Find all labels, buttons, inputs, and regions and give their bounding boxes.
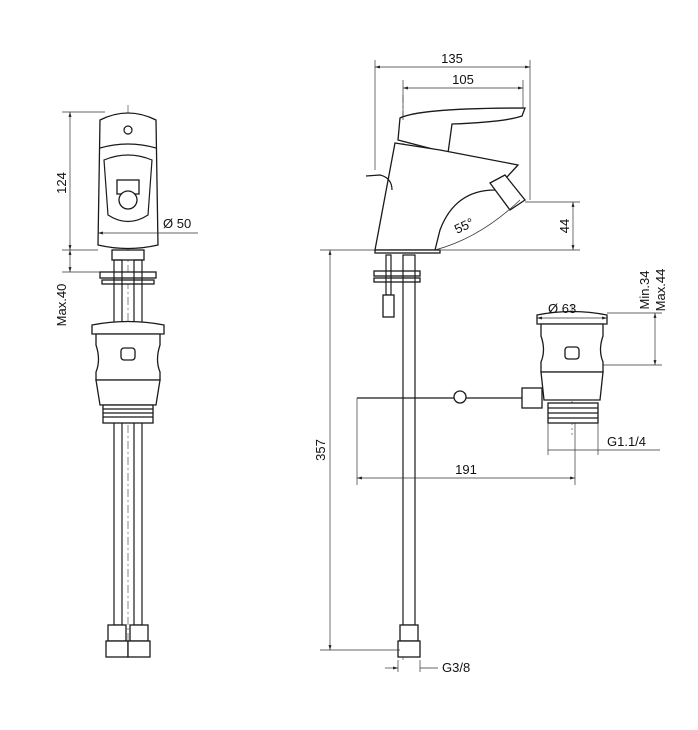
min-deck-label: Min.34: [637, 270, 652, 309]
lever-hole: [123, 125, 133, 135]
front-height-dimension: 124: [54, 172, 69, 194]
spray-angle-label: 55°: [452, 215, 476, 237]
waste-view: Ø 63 Min.34 Max.44 G1.1/4: [536, 269, 668, 455]
rod-length-dimension: 191: [455, 462, 477, 477]
front-view: 124 Max.40 Ø 50: [54, 105, 198, 660]
bidet-nozzle: [489, 174, 526, 211]
side-view: 135 105 44 55° 357 191 G3/8: [313, 51, 580, 675]
faucet-body-side: [374, 142, 520, 251]
lever-handle: [397, 107, 526, 154]
waste-flange-front: [91, 320, 165, 335]
body-diameter-dimension: Ø 50: [163, 216, 191, 231]
total-height-dimension: 357: [313, 439, 328, 461]
rod-knob: [453, 390, 467, 404]
spout-height-dimension: 44: [557, 219, 572, 233]
reach-dimension: 105: [452, 72, 474, 87]
waste-diameter-dimension: Ø 63: [548, 301, 576, 316]
waste-thread-front: [102, 404, 154, 424]
hose-thread-label: G3/8: [442, 660, 470, 675]
deck-thickness-dimension: Max.40: [54, 284, 69, 327]
spout-nozzle: [118, 190, 138, 210]
overall-width-dimension: 135: [441, 51, 463, 66]
waste-thread-label: G1.1/4: [607, 434, 646, 449]
max-deck-label: Max.44: [653, 269, 668, 312]
